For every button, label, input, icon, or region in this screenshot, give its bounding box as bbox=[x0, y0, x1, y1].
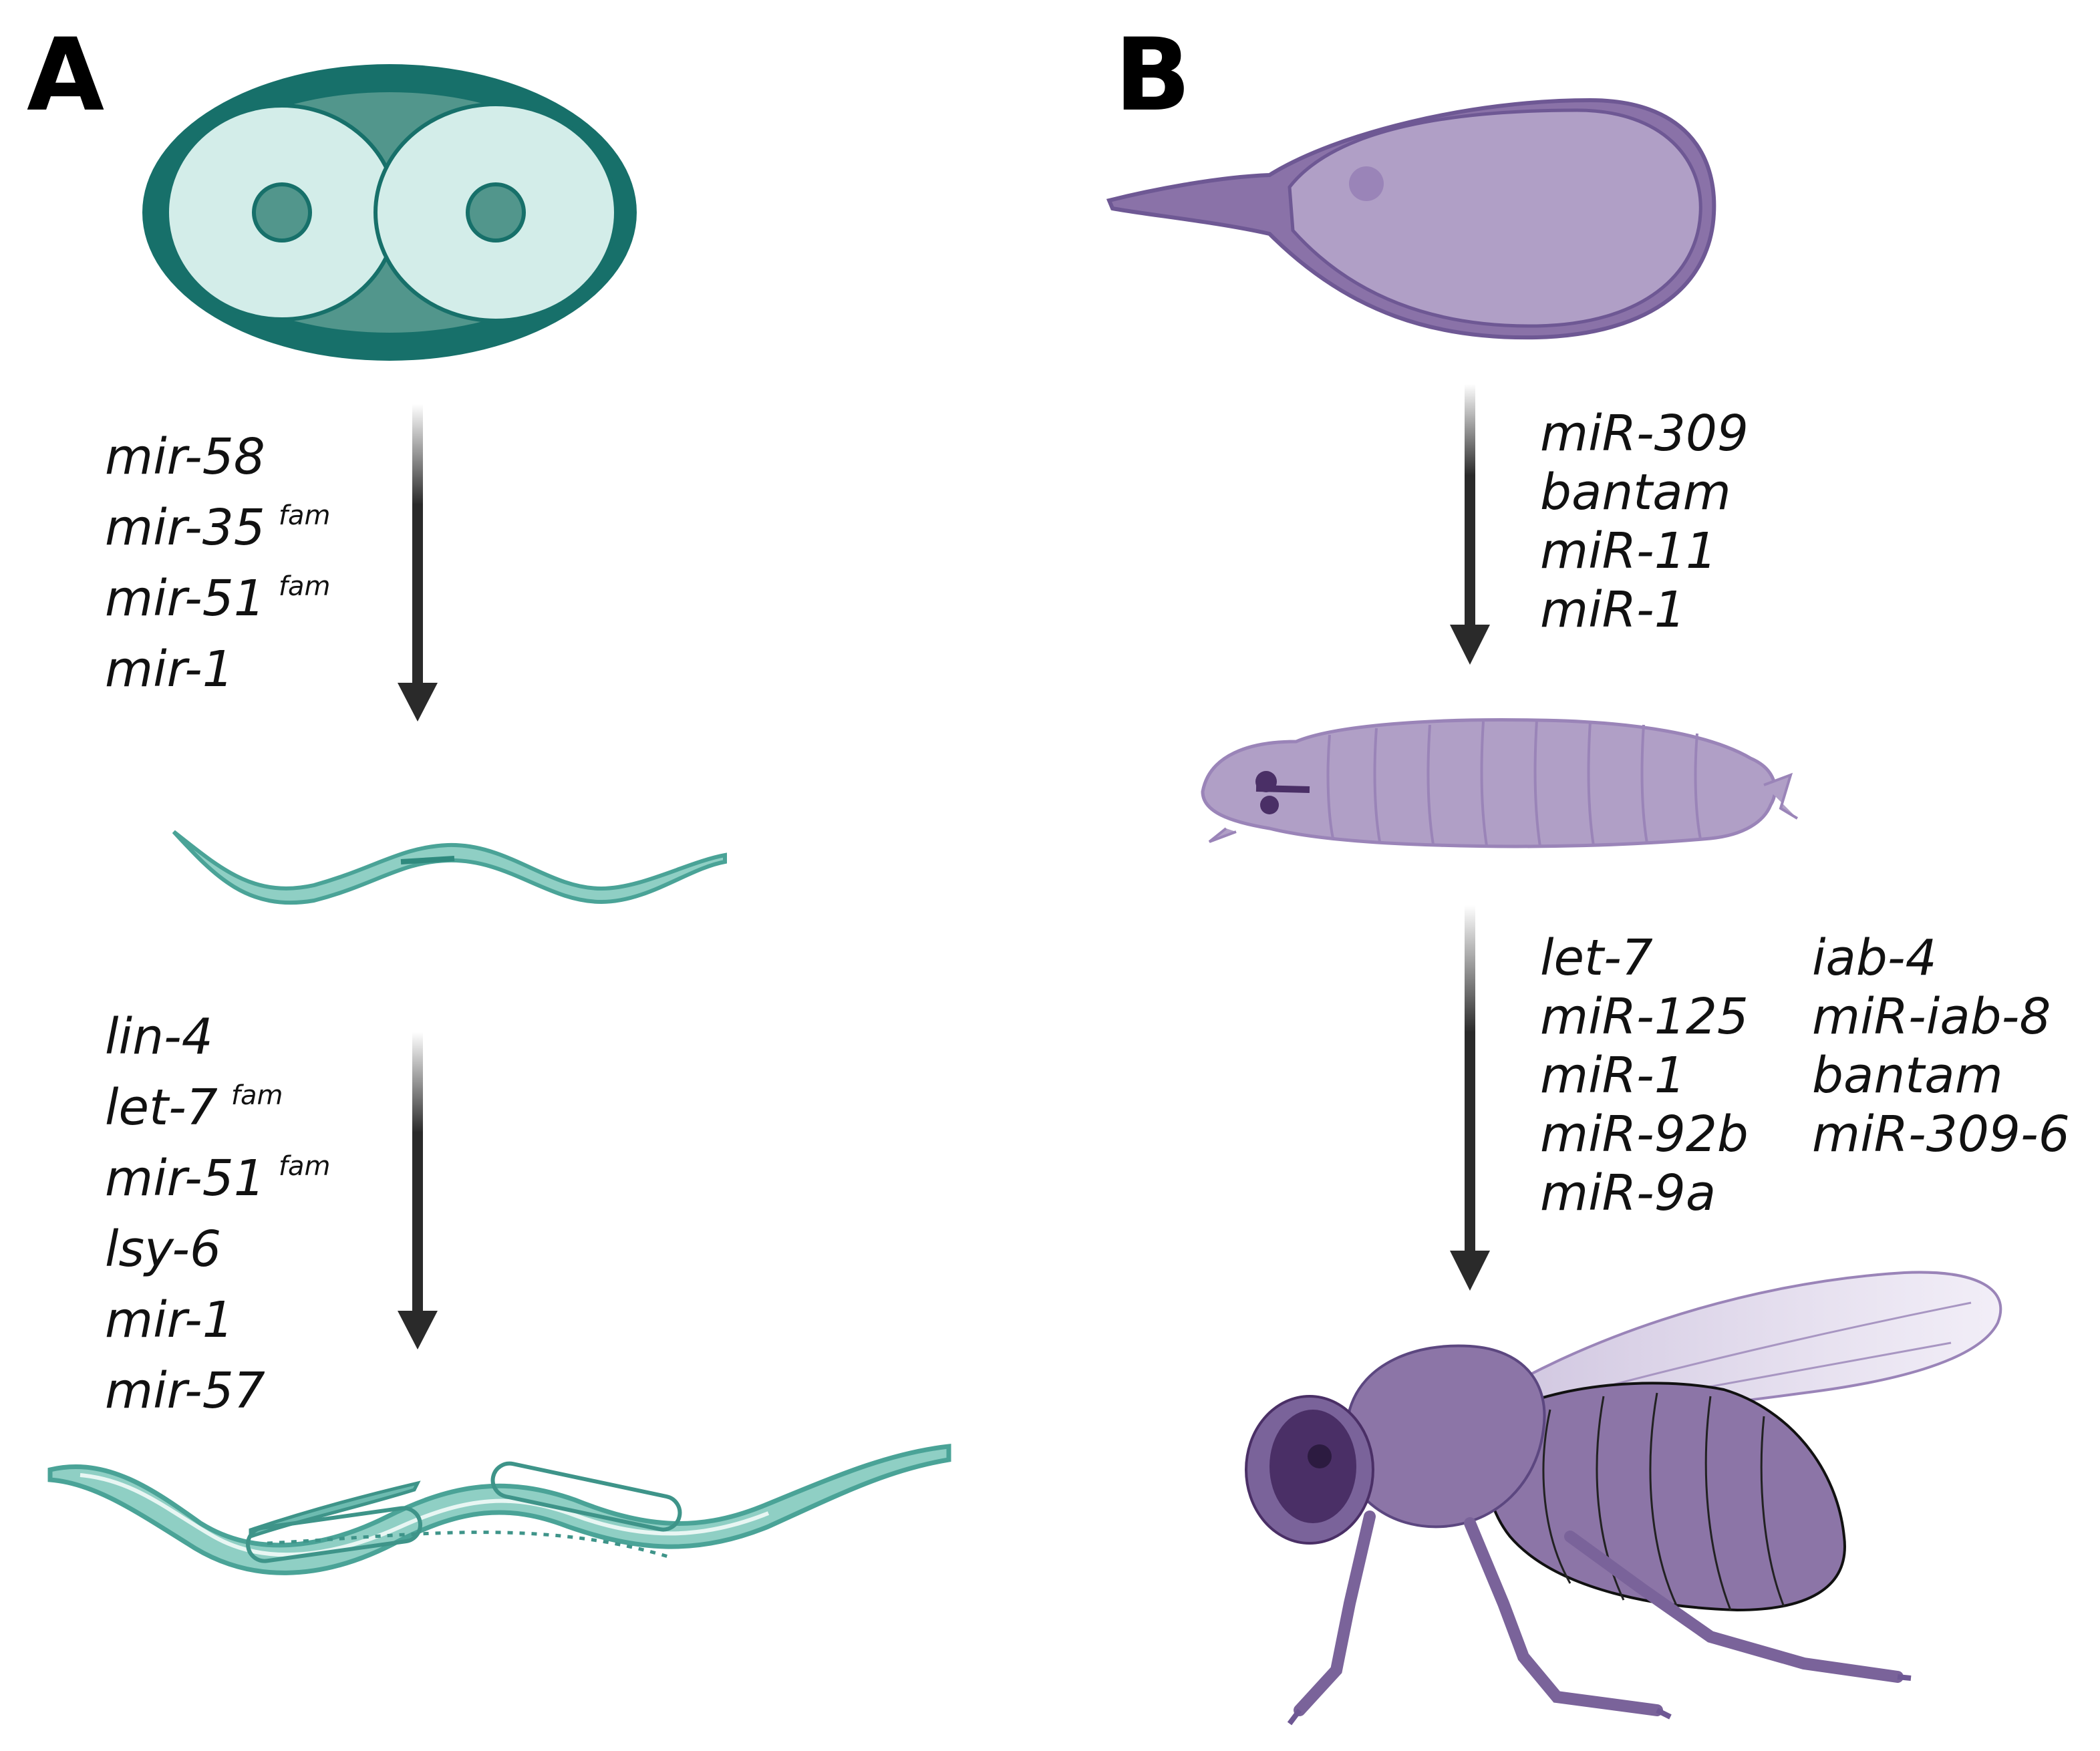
worm-larva-icon bbox=[172, 830, 727, 905]
fly-egg-mirna-list: miR-309 bantam miR-11 miR-1 bbox=[1540, 404, 1749, 639]
panel-b-label: B bbox=[1114, 17, 1191, 134]
mirna-item: mir-1 bbox=[105, 641, 234, 698]
mirna-item: miR-309-6 bbox=[1812, 1106, 2070, 1163]
fly-larva-mirna-list-col1: let-7 miR-125 miR-1 miR-92b miR-9a bbox=[1540, 929, 1749, 1223]
mirna-item: miR-11 bbox=[1540, 522, 1717, 580]
mirna-item: let-7 bbox=[1540, 929, 1653, 987]
mirna-item: mir-58 bbox=[105, 428, 265, 486]
mirna-item: lin-4 bbox=[105, 1008, 213, 1066]
mirna-item: miR-92b bbox=[1540, 1106, 1749, 1163]
mirna-item: mir-57 bbox=[105, 1362, 265, 1420]
mirna-item: miR-1 bbox=[1540, 1047, 1686, 1104]
panel-a-label: A bbox=[27, 17, 105, 134]
worm-adult-icon bbox=[47, 1444, 951, 1575]
fly-larva-icon bbox=[1201, 718, 1799, 848]
worm-embryo-icon bbox=[142, 64, 637, 361]
mirna-item: bantam bbox=[1540, 464, 1731, 521]
arrow-larva-to-adult-worm bbox=[398, 1032, 438, 1349]
mirna-item: miR-125 bbox=[1540, 988, 1749, 1046]
mirna-item: miR-9a bbox=[1540, 1164, 1716, 1222]
mirna-item: lsy-6 bbox=[105, 1221, 222, 1278]
mirna-item: iab-4 bbox=[1812, 929, 1937, 987]
arrow-egg-to-larva bbox=[1450, 384, 1490, 665]
mirna-item: bantam bbox=[1812, 1047, 2003, 1104]
fly-larva-mirna-list-col2: iab-4 miR-iab-8 bantam miR-309-6 bbox=[1812, 929, 2070, 1164]
fly-egg-icon bbox=[1106, 98, 1716, 340]
mirna-item: miR-iab-8 bbox=[1812, 988, 2051, 1046]
mirna-item: mir-1 bbox=[105, 1291, 234, 1349]
mirna-item: miR-1 bbox=[1540, 581, 1686, 639]
mirna-item: miR-309 bbox=[1540, 405, 1749, 462]
arrow-larva-to-adult-fly bbox=[1450, 905, 1490, 1291]
adult-fly-icon bbox=[1245, 1271, 2002, 1726]
arrow-embryo-to-larva bbox=[398, 404, 438, 722]
